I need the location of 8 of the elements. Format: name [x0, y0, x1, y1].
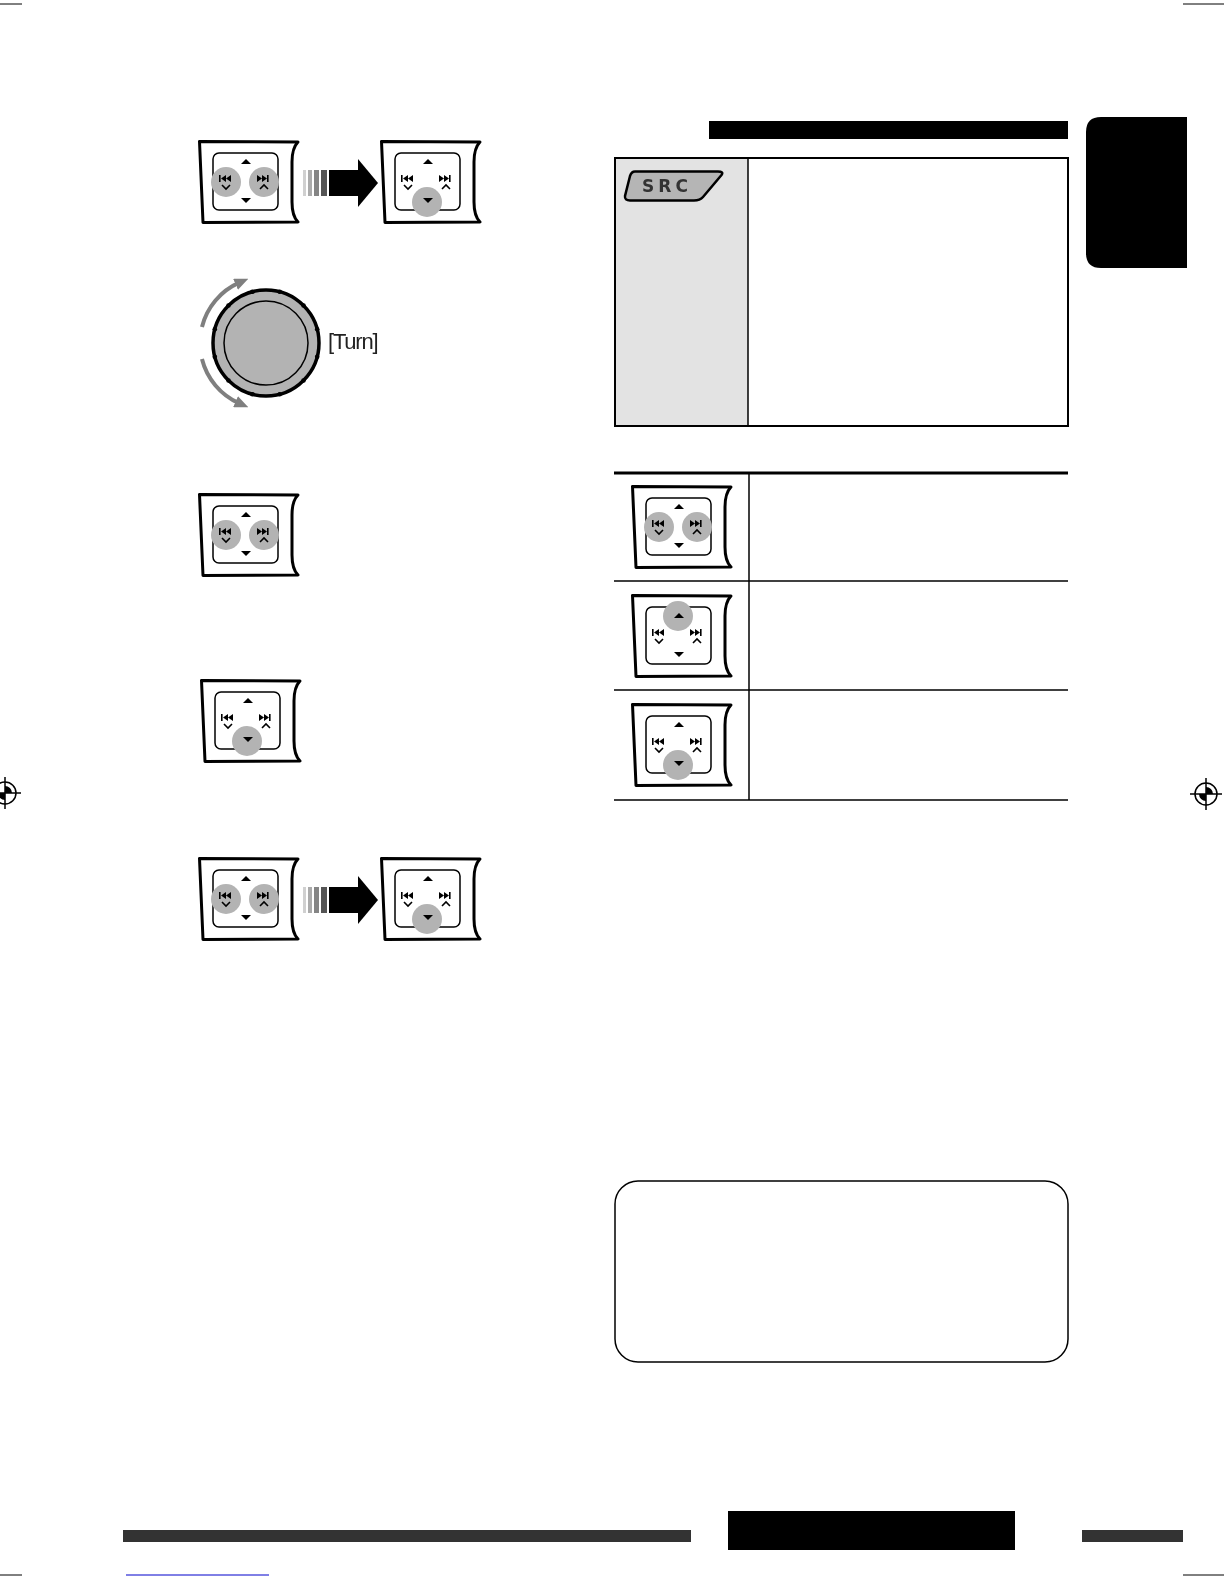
control-pad-icon [198, 140, 300, 224]
knob-caption: [Turn] [328, 331, 378, 353]
arrow [303, 159, 378, 207]
control-pad-icon [380, 857, 482, 941]
control-pad-icon [198, 857, 300, 941]
control-pad-icon [380, 140, 482, 224]
heading-bar [709, 121, 1068, 139]
arrow [303, 876, 378, 924]
